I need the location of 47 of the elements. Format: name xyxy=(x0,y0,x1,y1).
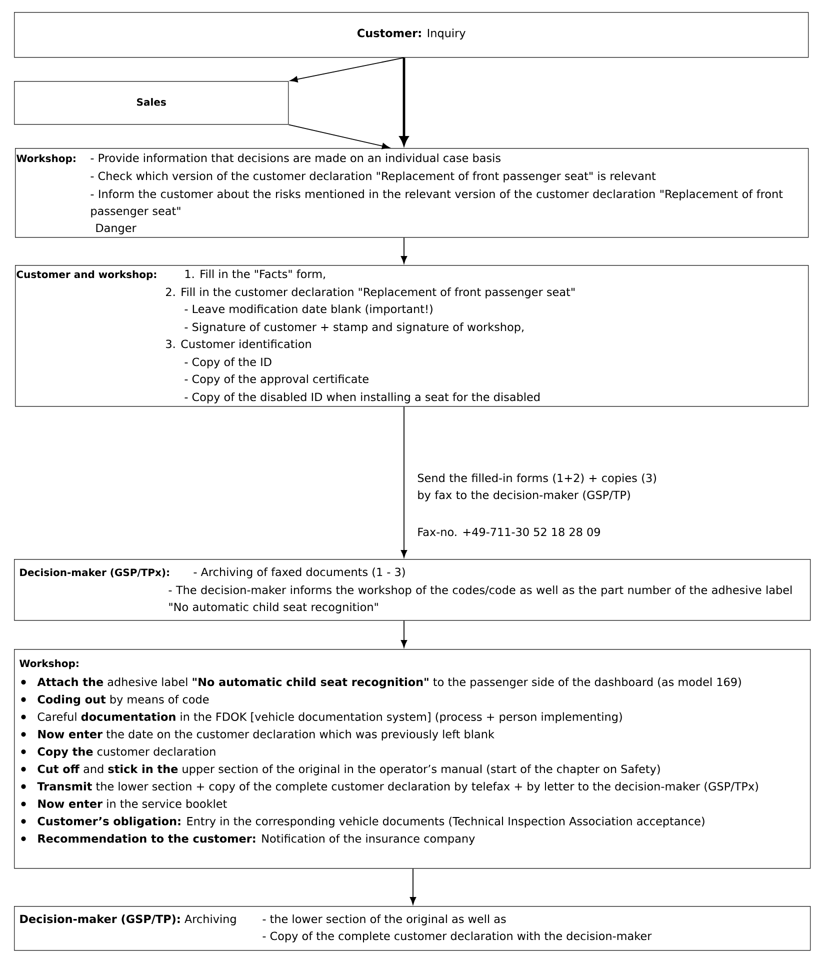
instruction-text: Customer’s obligation: Entry in the corresponding vehicle documents (Technical Inspection Association acceptance) xyxy=(38,816,704,828)
instruction-text: - Copy of the ID xyxy=(184,358,272,368)
box-heading: Workshop: xyxy=(16,154,76,164)
arrow xyxy=(410,868,416,905)
instruction-text: Attach the adhesive label "No automatic child seat recognition" to the passenger side of the dashboard (as model 169) xyxy=(37,678,741,688)
instruction-text: 1. Fill in the "Facts" form, xyxy=(185,270,325,280)
box-heading: Decision-maker (GSP/TPx): xyxy=(20,568,169,578)
arrow xyxy=(288,124,390,150)
arrow xyxy=(400,620,408,648)
process-box xyxy=(15,265,809,407)
instruction-text: - Copy of the complete customer declaration with the decision-maker xyxy=(262,932,652,942)
instruction-text: - Signature of customer + stamp and signature of workshop, xyxy=(184,322,524,334)
instruction-text: - Copy of the approval certificate xyxy=(184,374,368,386)
process-box xyxy=(15,148,809,238)
instruction-text: - Archiving of faxed documents (1 - 3) xyxy=(194,568,405,578)
process-box xyxy=(14,559,811,621)
instruction-text: 3. Customer identification xyxy=(166,340,311,348)
instruction-text: Decision-maker (GSP/TP): Archiving xyxy=(20,914,236,926)
process-box xyxy=(14,649,811,869)
instruction-text: Recommendation to the customer: Notification of the insurance company xyxy=(38,834,475,845)
instruction-text: - Inform the customer about the risks mentioned in the relevant version of the customer declaration "Replacement of front passenger seat" xyxy=(90,190,783,218)
instruction-text: Transmit the lower section + copy of the complete customer declaration by telefax + by letter to the decision-maker (GSP/TPx) xyxy=(37,782,758,793)
instruction-text: Coding out by means of code xyxy=(38,694,209,706)
arrow xyxy=(400,406,408,558)
instruction-text: Careful documentation in the FDOK [vehicle documentation system] (process + person implementing) xyxy=(38,712,622,724)
instruction-text: Copy the customer declaration xyxy=(38,747,216,758)
instruction-text: Now enter in the service booklet xyxy=(38,799,227,808)
instruction-text: - The decision-maker informs the workshop of the codes/code as well as the part number of the adhesive label "No automatic child seat recognition" xyxy=(168,586,792,614)
note-text: Fax-no. +49-711-30 52 18 28 09 xyxy=(418,528,600,536)
instruction-text: - Provide information that decisions are made on an individual case basis xyxy=(90,154,500,162)
arrow xyxy=(400,237,408,264)
instruction-text: - Leave modification date blank (important!) xyxy=(184,304,432,316)
instruction-text: 2. Fill in the customer declaration "Replacement of front passenger seat" xyxy=(166,288,575,298)
process-box: Customer: Inquiry xyxy=(14,12,809,58)
box-heading: Workshop: xyxy=(20,659,78,670)
instruction-text: - the lower section of the original as well as xyxy=(262,914,506,926)
arrow xyxy=(400,58,408,146)
instruction-text: Now enter the date on the customer declaration which was previously left blank xyxy=(38,730,494,741)
instruction-text: Danger xyxy=(96,224,136,234)
instruction-text: - Check which version of the customer declaration "Replacement of front passenger seat" is relevant xyxy=(90,172,656,182)
edge-label: Send the filled-in forms (1+2) + copies (3) by fax to the decision-maker (GSP/TP) xyxy=(418,474,656,502)
instruction-text: - Copy of the disabled ID when installing a seat for the disabled xyxy=(184,392,540,404)
process-box xyxy=(14,906,811,951)
arrow xyxy=(290,57,404,82)
instruction-text: Cut off and stick in the upper section of the original in the operator’s manual (start of the chapter on Safety) xyxy=(38,764,660,776)
box-heading: Customer and workshop: xyxy=(16,270,156,280)
process-box: Sales xyxy=(14,81,289,125)
